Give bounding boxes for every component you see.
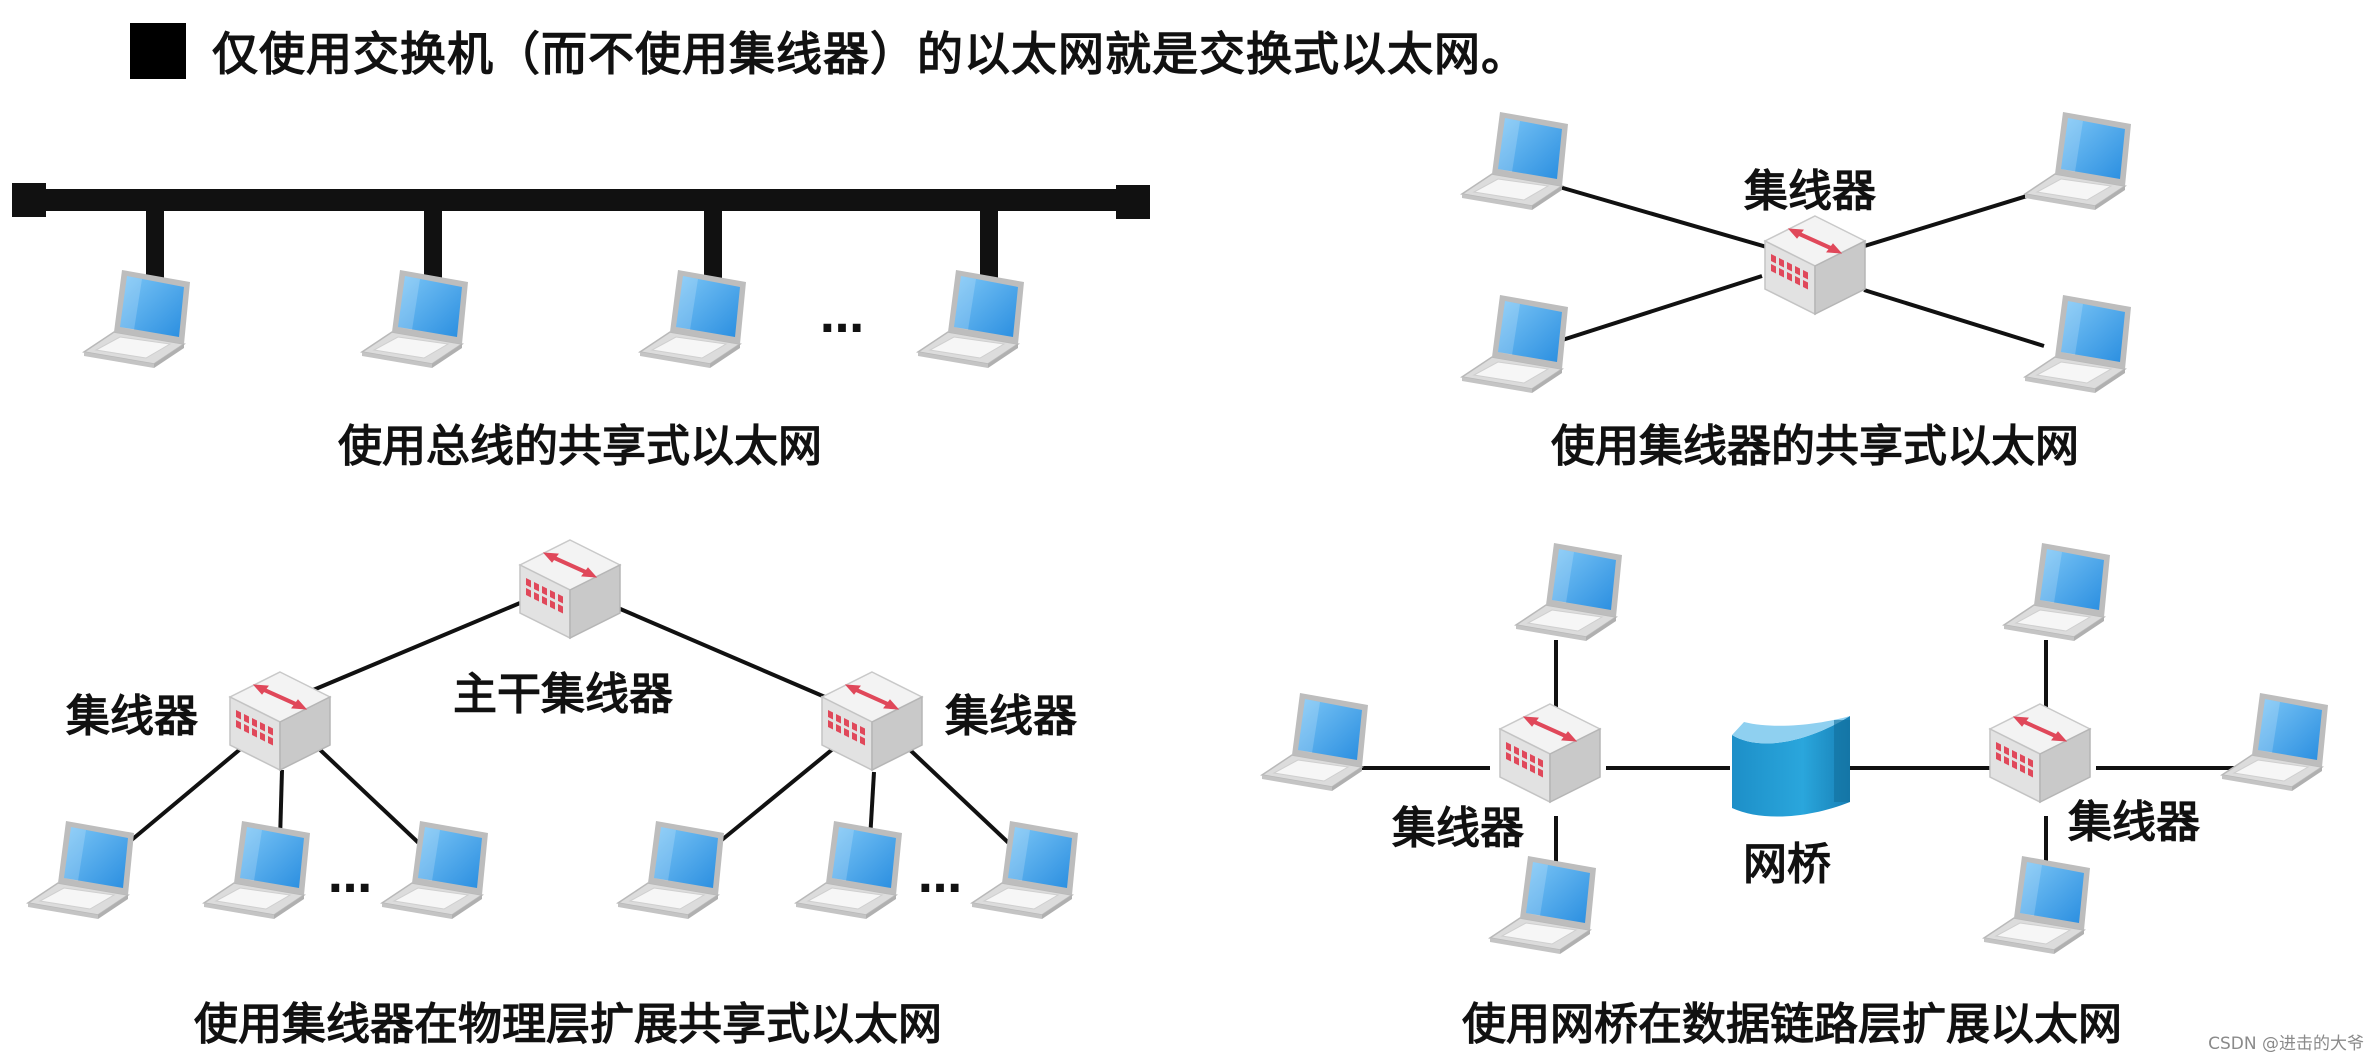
hub-label: 集线器: [945, 691, 1077, 742]
hub-label: 集线器: [66, 691, 198, 742]
laptop-icon: [795, 820, 903, 920]
bus-drop-cable: [980, 200, 998, 282]
laptop-icon: [381, 820, 489, 920]
hub-icon: [1498, 702, 1602, 804]
laptop-icon: [1461, 294, 1569, 394]
laptop-icon: [971, 820, 1079, 920]
laptop-icon: [83, 269, 191, 369]
laptop-icon: [2024, 111, 2132, 211]
laptop-icon: [917, 269, 1025, 369]
laptop-icon: [1461, 111, 1569, 211]
caption-bridge: 使用网桥在数据链路层扩展以太网: [1462, 999, 2122, 1050]
hub-icon: [820, 670, 924, 772]
bus-terminator-right: [1116, 185, 1150, 219]
hub-link: [906, 746, 1016, 850]
heading-bullet: [130, 23, 186, 79]
bus-drop-cable: [424, 200, 442, 282]
ellipsis: …: [918, 852, 962, 903]
laptop-icon: [2221, 692, 2329, 792]
laptop-icon: [1489, 855, 1597, 955]
laptop-icon: [639, 269, 747, 369]
laptop-icon: [617, 820, 725, 920]
hub-icon: [1763, 214, 1867, 316]
laptop-icon: [2003, 542, 2111, 642]
caption-hub: 使用集线器的共享式以太网: [1551, 421, 2079, 472]
hub-link: [120, 744, 246, 850]
hub-link: [314, 744, 426, 850]
heading-text: 仅使用交换机（而不使用集线器）的以太网就是交换式以太网。: [212, 27, 1528, 81]
bus-terminator-left: [12, 183, 46, 217]
laptop-icon: [1515, 542, 1623, 642]
bus-drop-cable: [704, 200, 722, 282]
bridge-icon: [1732, 716, 1850, 817]
laptop-icon: [27, 820, 135, 920]
hub-label: 集线器: [1744, 166, 1876, 217]
hub-link: [1555, 184, 1785, 254]
hub-link: [710, 746, 836, 850]
caption-bus: 使用总线的共享式以太网: [338, 421, 822, 472]
hub-link: [1863, 288, 2045, 348]
hub-tree-network: [27, 538, 1079, 920]
heading: 仅使用交换机（而不使用集线器）的以太网就是交换式以太网。: [130, 18, 1528, 84]
backbone-hub-label: 主干集线器: [453, 669, 673, 720]
watermark: CSDN @进击的大爷: [2208, 1034, 2364, 1054]
bridge-network: [1261, 542, 2329, 955]
hub-label: 集线器: [2068, 797, 2200, 848]
laptop-icon: [361, 269, 469, 369]
ellipsis: …: [328, 852, 372, 903]
hub-icon: [228, 670, 332, 772]
hub-link: [1555, 274, 1763, 344]
bus-drop-cable: [146, 200, 164, 282]
laptop-icon: [203, 820, 311, 920]
hub-star-network: [1461, 111, 2132, 394]
laptop-icon: [1261, 692, 1369, 792]
hub-link: [1857, 190, 2041, 250]
bus-network: [12, 183, 1150, 369]
bridge-label: 网桥: [1743, 839, 1831, 890]
backbone-link: [305, 601, 521, 695]
hub-label: 集线器: [1392, 803, 1524, 854]
laptop-icon: [1983, 855, 2091, 955]
backbone-hub-icon: [518, 538, 622, 640]
backbone-link: [617, 606, 833, 702]
caption-hub-tree: 使用集线器在物理层扩展共享式以太网: [194, 999, 942, 1050]
ellipsis: …: [820, 292, 864, 343]
